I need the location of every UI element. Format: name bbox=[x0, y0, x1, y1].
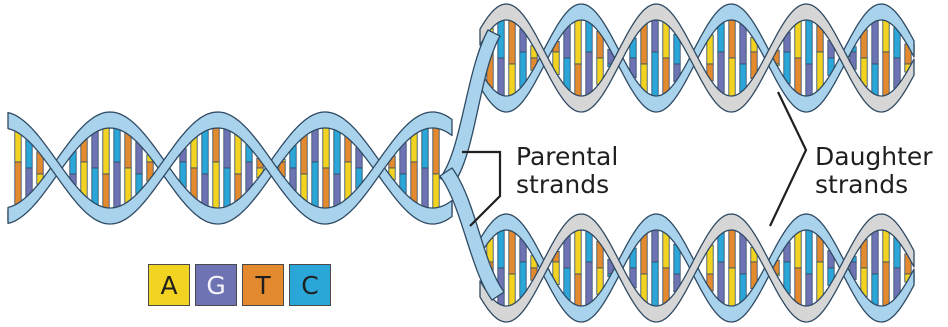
base-pair-rung bbox=[235, 134, 241, 174]
bottom-daughter-strand-b bbox=[480, 214, 914, 322]
base-pair-rung bbox=[586, 262, 592, 306]
base-pair-rung bbox=[411, 162, 417, 203]
base-pair-rung bbox=[433, 174, 439, 210]
base-pair-rung bbox=[498, 58, 504, 97]
parental-label-line1: Parental bbox=[516, 143, 618, 171]
base-pair-rung bbox=[740, 23, 746, 64]
base-pair-rung bbox=[806, 64, 812, 98]
base-pair-rung bbox=[92, 131, 98, 168]
base-pair-rung bbox=[114, 162, 120, 209]
base-pair-rung bbox=[586, 20, 592, 52]
base-pair-rung bbox=[718, 262, 724, 304]
base-pair-rung bbox=[652, 262, 658, 308]
daughter-strands-label: Daughter strands bbox=[815, 143, 933, 199]
callout-lines bbox=[462, 92, 806, 226]
base-pair-rung bbox=[872, 230, 878, 274]
base-pair-rung bbox=[883, 52, 889, 97]
base-pair-rung bbox=[301, 135, 307, 174]
base-pair-rung bbox=[81, 162, 87, 197]
base-pair-rung bbox=[663, 232, 669, 268]
legend-key-adenine: A bbox=[148, 264, 190, 306]
base-pair-rung bbox=[641, 234, 647, 274]
base-pair-rung bbox=[641, 24, 647, 64]
base-pair-rung bbox=[312, 162, 318, 208]
base-pair-rung bbox=[883, 229, 889, 262]
legend-key-thymine: T bbox=[242, 264, 284, 306]
base-pair-rung bbox=[213, 162, 219, 210]
base-pair-rung bbox=[125, 132, 131, 168]
base-pair-rung bbox=[92, 168, 98, 205]
base-pair-rung bbox=[509, 64, 515, 97]
base-pair-rung bbox=[433, 126, 439, 174]
base-pair-rung bbox=[15, 131, 21, 162]
base-pair-rung bbox=[652, 228, 658, 262]
base-legend: A G T C bbox=[148, 264, 331, 306]
base-pair-rung bbox=[323, 168, 329, 210]
base-pair-rung bbox=[652, 18, 658, 52]
base-pair-rung bbox=[202, 174, 208, 207]
base-pair-rung bbox=[422, 168, 428, 209]
parental-label-line2: strands bbox=[516, 171, 618, 199]
top-daughter-strand-b bbox=[480, 4, 914, 112]
base-pair-rung bbox=[663, 268, 669, 304]
base-pair-rung bbox=[114, 127, 120, 162]
base-pair-rung bbox=[224, 128, 230, 168]
base-pair-rung bbox=[334, 174, 340, 207]
base-pair-rung bbox=[795, 21, 801, 58]
daughter-callout-line bbox=[770, 92, 806, 226]
base-pair-rung bbox=[575, 64, 581, 98]
base-pair-rung bbox=[586, 52, 592, 96]
base-pair-rung bbox=[498, 229, 504, 268]
base-pair-rung bbox=[575, 18, 581, 64]
daughter-label-line1: Daughter bbox=[815, 143, 933, 171]
base-pair-rung bbox=[334, 129, 340, 174]
base-pair-rung bbox=[729, 58, 735, 98]
base-pair-rung bbox=[795, 231, 801, 268]
base-pair-rung bbox=[586, 230, 592, 262]
daughter-label-line2: strands bbox=[815, 171, 933, 199]
base-pair-rung bbox=[729, 228, 735, 268]
base-pair-rung bbox=[740, 233, 746, 274]
base-pair-rung bbox=[806, 228, 812, 274]
base-pair-rung bbox=[872, 274, 878, 306]
base-pair-rung bbox=[575, 228, 581, 274]
base-pair-rung bbox=[817, 262, 823, 301]
base-pair-rung bbox=[202, 129, 208, 174]
base-pair-rung bbox=[213, 126, 219, 162]
base-pair-rung bbox=[103, 126, 109, 174]
base-pair-rung bbox=[509, 274, 515, 307]
base-pair-rung bbox=[718, 52, 724, 94]
base-pair-rung bbox=[729, 18, 735, 58]
parental-strand-fork-upper bbox=[440, 30, 500, 186]
base-pair-rung bbox=[872, 64, 878, 96]
base-pair-rung bbox=[663, 22, 669, 58]
base-pair-rung bbox=[817, 52, 823, 91]
base-pair-rung bbox=[125, 168, 131, 204]
base-pair-rung bbox=[312, 128, 318, 162]
base-pair-rung bbox=[806, 274, 812, 308]
base-pair-rung bbox=[663, 58, 669, 94]
base-pair-rung bbox=[795, 58, 801, 95]
parental-strands-label: Parental strands bbox=[516, 143, 618, 199]
base-pair-rung bbox=[652, 52, 658, 98]
base-pair-rung bbox=[575, 274, 581, 308]
base-pair-rung bbox=[509, 19, 515, 64]
base-pair-rung bbox=[345, 162, 351, 200]
base-pair-rung bbox=[422, 127, 428, 168]
legend-key-guanine: G bbox=[195, 264, 237, 306]
base-pair-rung bbox=[795, 268, 801, 305]
base-pair-rung bbox=[883, 19, 889, 52]
base-pair-rung bbox=[883, 262, 889, 307]
base-pair-rung bbox=[103, 174, 109, 210]
base-pair-rung bbox=[806, 18, 812, 64]
base-pair-rung bbox=[509, 229, 515, 274]
base-pair-rung bbox=[872, 20, 878, 64]
base-pair-rung bbox=[224, 168, 230, 208]
base-pair-rung bbox=[323, 126, 329, 168]
base-pair-rung bbox=[729, 268, 735, 308]
base-pair-rung bbox=[15, 162, 21, 205]
legend-key-cytosine: C bbox=[289, 264, 331, 306]
